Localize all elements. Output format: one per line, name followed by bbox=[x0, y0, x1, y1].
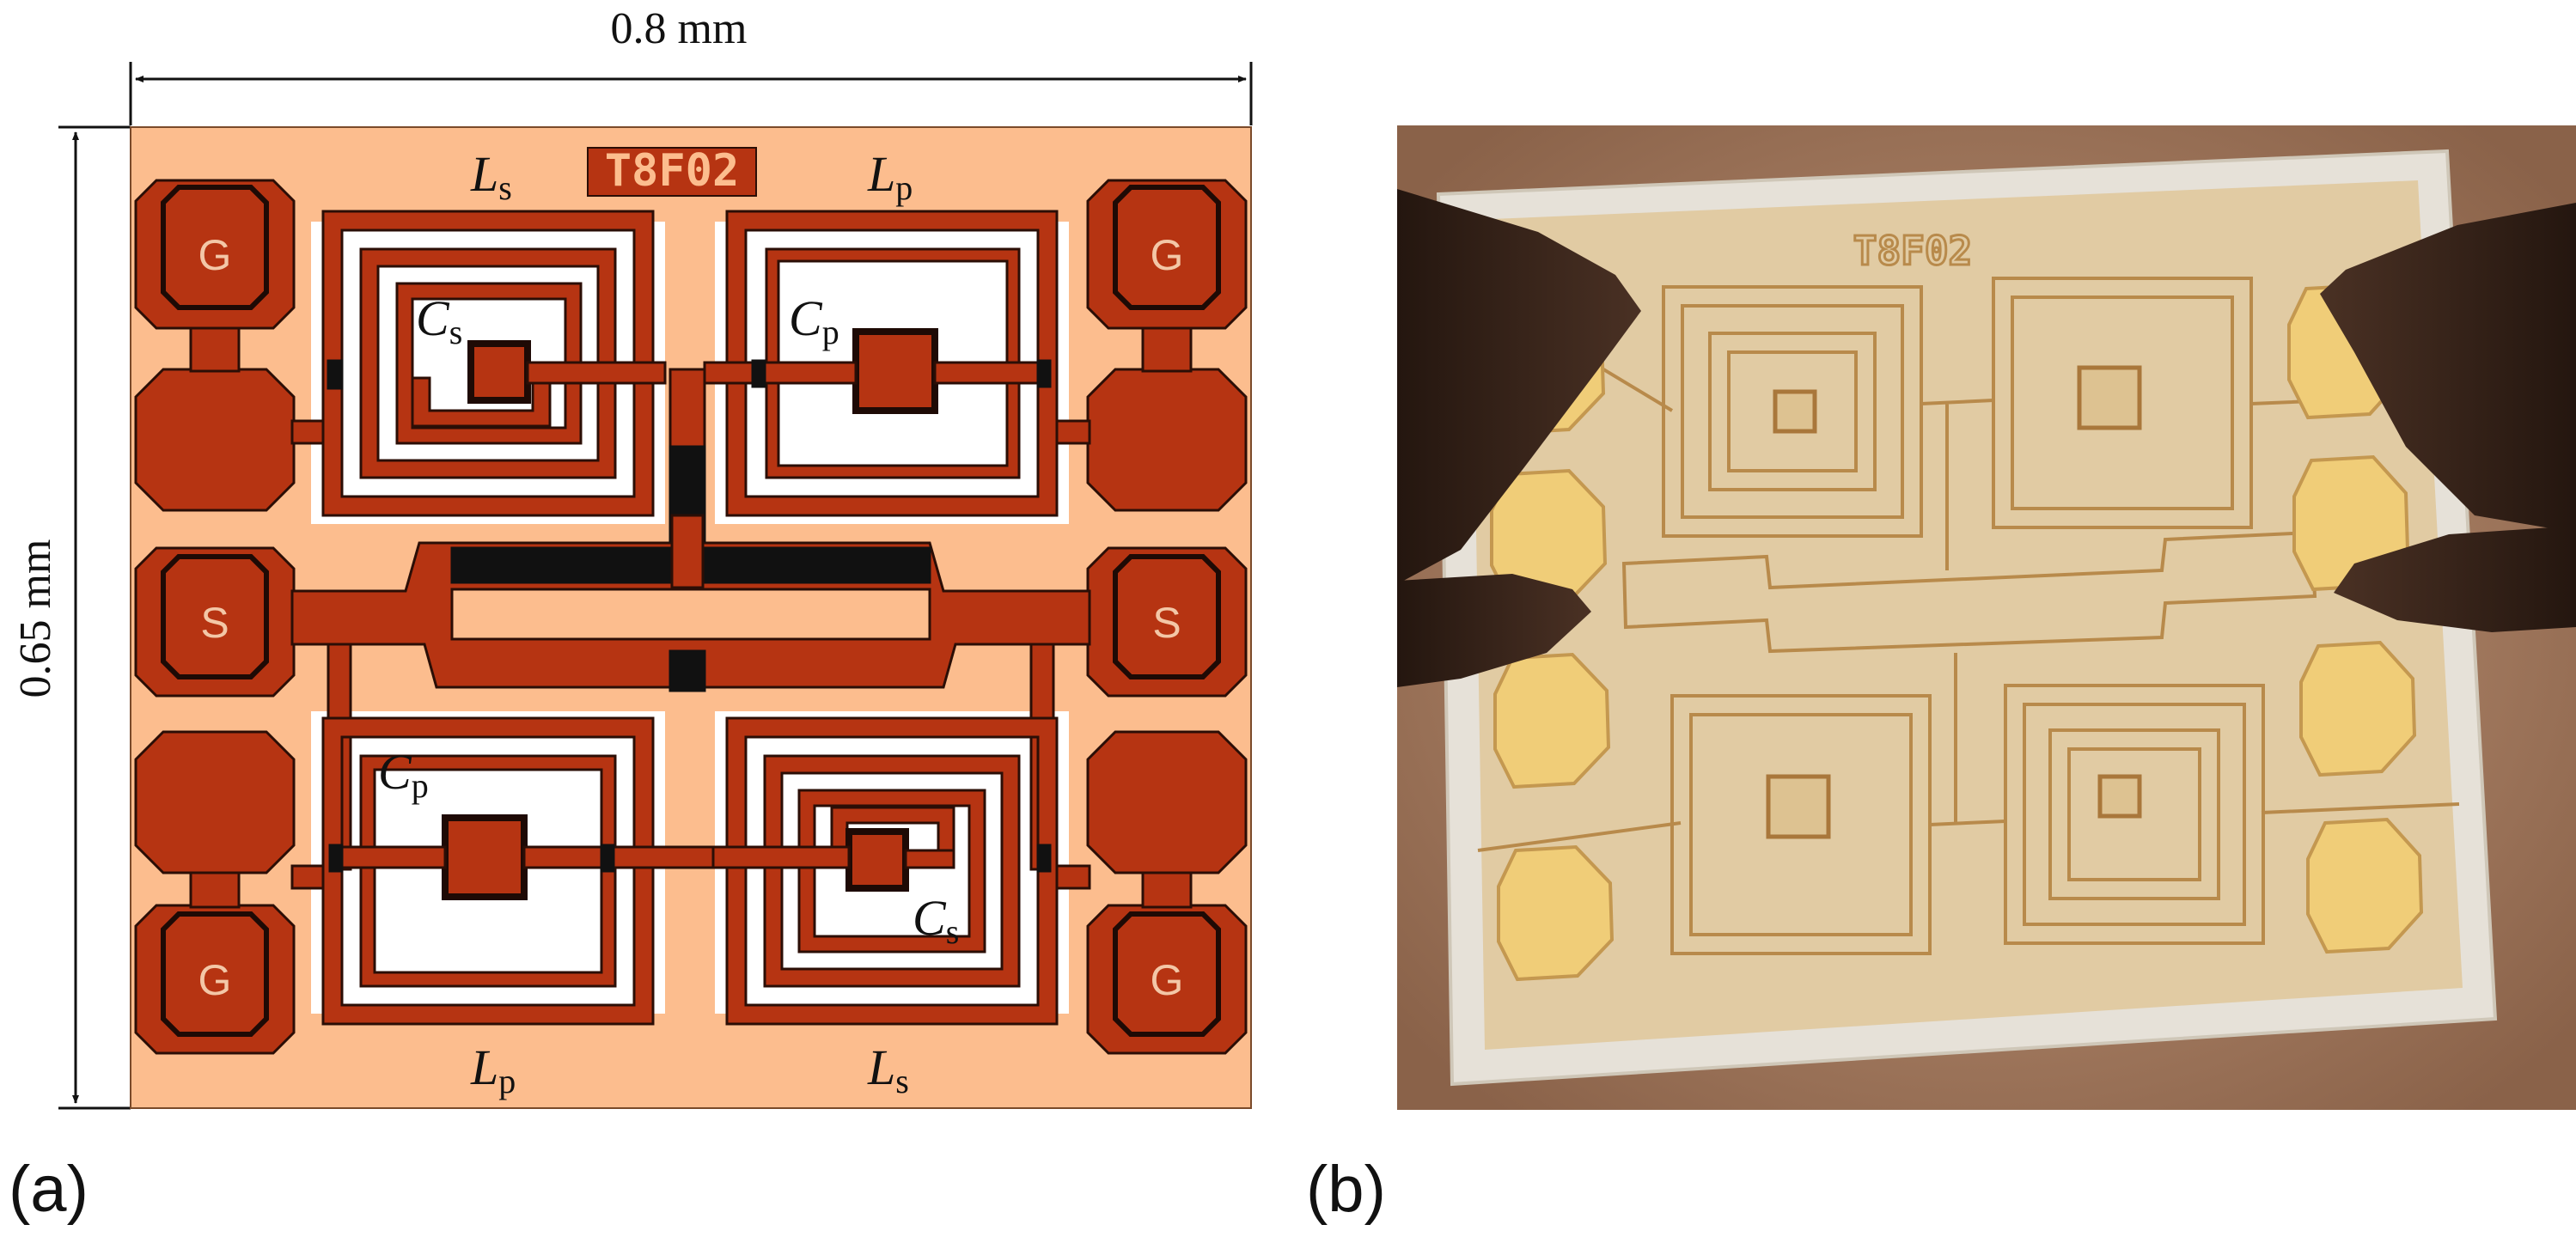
pad-label-s-right: S bbox=[1152, 599, 1181, 647]
pad-bottom-left-2 bbox=[134, 730, 296, 874]
panel-label-a: (a) bbox=[9, 1153, 89, 1226]
pad-ground-bottom-right bbox=[1086, 904, 1248, 1055]
pad-label-s-left: S bbox=[200, 599, 229, 647]
pad-signal-right bbox=[1086, 546, 1248, 698]
pad-bottom-right-2 bbox=[1086, 730, 1248, 874]
label-cp-bottom: Cp bbox=[378, 744, 429, 805]
panel-label-b: (b) bbox=[1306, 1153, 1386, 1226]
probe-left-bottom bbox=[1397, 574, 1591, 687]
width-label: 0.8 mm bbox=[611, 4, 748, 53]
label-cs-bottom: Cs bbox=[913, 890, 959, 951]
label-ls-top: Ls bbox=[470, 146, 512, 207]
pad-top-right-2 bbox=[1086, 368, 1248, 512]
probe-right-bottom bbox=[2334, 526, 2576, 632]
chip-id-marking: T8F02 bbox=[587, 145, 757, 197]
pad-top-left-2 bbox=[134, 368, 296, 512]
label-lp-bottom: Lp bbox=[470, 1039, 516, 1100]
label-cp-top: Cp bbox=[789, 290, 839, 351]
metal-layer bbox=[134, 179, 1248, 1055]
width-dimension: 0.8 mm bbox=[129, 4, 1253, 125]
probe-tips bbox=[1397, 189, 2576, 687]
height-label: 0.65 mm bbox=[11, 539, 60, 698]
pad-signal-left bbox=[134, 546, 296, 698]
resonator-bottom-right bbox=[711, 716, 1059, 1026]
pad-label-g-bottom-left: G bbox=[198, 956, 232, 1004]
pad-label-g-top-right: G bbox=[1151, 231, 1184, 279]
chip-surface bbox=[1471, 180, 2463, 1050]
pad-ground-top-right bbox=[1086, 179, 1248, 330]
chip-id-label: T8F02 bbox=[605, 145, 740, 197]
pad-ground-top-left bbox=[134, 179, 296, 330]
chip-micrograph: T8F02 bbox=[1306, 125, 2576, 1226]
photo-capacitors bbox=[1766, 365, 2142, 839]
pad-label-g-top-left: G bbox=[198, 231, 232, 279]
resonator-bottom-left bbox=[321, 716, 715, 1026]
probe-right-top bbox=[2320, 203, 2576, 533]
probe-left-top bbox=[1397, 189, 1641, 584]
chip-id-photo: T8F02 bbox=[1853, 228, 1972, 274]
layout-diagram: 0.8 mm 0.65 mm bbox=[9, 4, 1253, 1226]
label-lp-top: Lp bbox=[867, 146, 913, 207]
label-cs-top: Cs bbox=[416, 290, 462, 351]
label-ls-bottom: Ls bbox=[867, 1039, 909, 1100]
resonator-top-left bbox=[321, 210, 667, 517]
pad-label-g-bottom-right: G bbox=[1151, 956, 1184, 1004]
pad-ground-bottom-left bbox=[134, 904, 296, 1055]
resonator-top-right bbox=[703, 210, 1059, 517]
height-dimension: 0.65 mm bbox=[11, 125, 131, 1110]
